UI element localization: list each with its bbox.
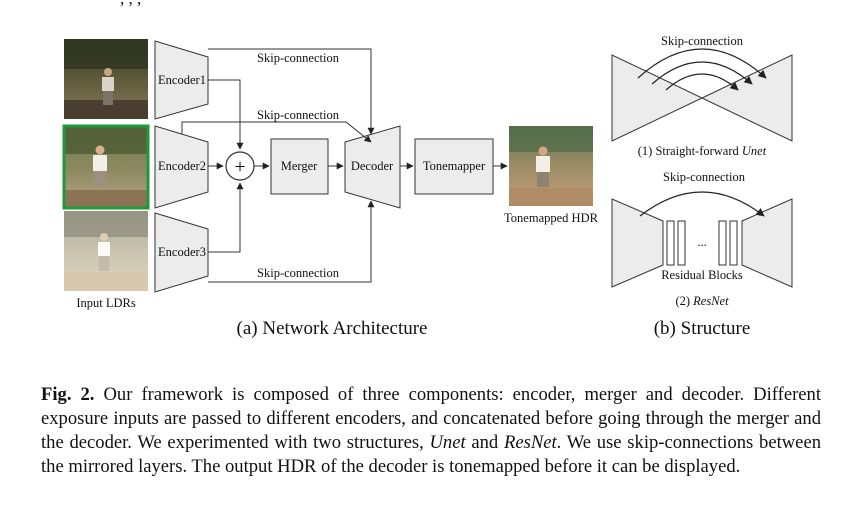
subtitle-structure: (b) Structure xyxy=(654,318,751,339)
encoder3-to-concat-arrow xyxy=(208,182,244,253)
tonemapped-hdr-label: Tonemapped HDR xyxy=(504,211,599,225)
tonemapper-block: Tonemapper xyxy=(414,138,494,195)
unet-shape xyxy=(611,48,793,142)
resnet-caption: (2) ResNet xyxy=(675,294,729,308)
encoder2-label: Encoder2 xyxy=(158,159,206,173)
caption-unet: Unet xyxy=(429,432,466,453)
skip-connection-encoder1-arrow xyxy=(208,48,375,135)
skip-connection-label-middle: Skip-connection xyxy=(257,108,340,122)
caption-text-1: Our framework is composed of three compo… xyxy=(41,384,821,453)
input-ldr-image-3 xyxy=(64,211,148,291)
subtitle-network-architecture: (a) Network Architecture xyxy=(237,318,428,339)
residual-blocks-label: Residual Blocks xyxy=(661,268,743,282)
encoder1-to-concat-arrow xyxy=(208,79,244,150)
resnet-skip-connection-label: Skip-connection xyxy=(663,170,746,184)
caption-label: Fig. 2. xyxy=(41,384,95,405)
input-ldrs-label: Input LDRs xyxy=(76,296,136,310)
unet-skip-connection-label: Skip-connection xyxy=(661,34,744,48)
selected-reference-border xyxy=(62,124,150,210)
concat-plus-node: + xyxy=(225,151,255,181)
skip-connection-label-top: Skip-connection xyxy=(257,51,340,65)
merger-label: Merger xyxy=(281,159,318,173)
merger-block: Merger xyxy=(270,138,329,195)
encoder3-block: Encoder3 xyxy=(154,212,209,293)
input-ldr-image-2 xyxy=(62,124,150,210)
caption-text-2: and xyxy=(465,432,504,453)
skip-connection-encoder3-arrow xyxy=(208,200,375,283)
plus-symbol: + xyxy=(234,156,245,178)
residual-blocks-ellipsis: ... xyxy=(697,235,706,249)
tonemapper-label: Tonemapper xyxy=(423,159,486,173)
caption-text-3: . We use skip-connections between the mi… xyxy=(41,432,821,477)
encoder1-label: Encoder1 xyxy=(158,73,206,87)
resnet-shape: ... xyxy=(611,191,793,288)
top-text-fragment: , , , xyxy=(120,0,141,8)
input-ldr-image-1 xyxy=(64,39,148,119)
encoder1-block: Encoder1 xyxy=(154,40,209,120)
decoder-block: Decoder xyxy=(344,125,401,209)
encoder3-label: Encoder3 xyxy=(158,245,206,259)
decoder-label: Decoder xyxy=(351,159,394,173)
figure-diagram: , , , Input LDRs Encoder1 Encoder2 xyxy=(62,0,793,339)
tonemapped-hdr-image xyxy=(509,126,593,206)
skip-connection-label-bottom: Skip-connection xyxy=(257,266,340,280)
caption-resnet: ResNet xyxy=(503,432,557,453)
skip-connection-encoder2-arrow xyxy=(181,121,372,143)
figure-caption: Fig. 2. Our framework is composed of thr… xyxy=(41,383,821,479)
unet-caption: (1) Straight-forward Unet xyxy=(638,144,767,158)
encoder2-block: Encoder2 xyxy=(154,125,209,209)
